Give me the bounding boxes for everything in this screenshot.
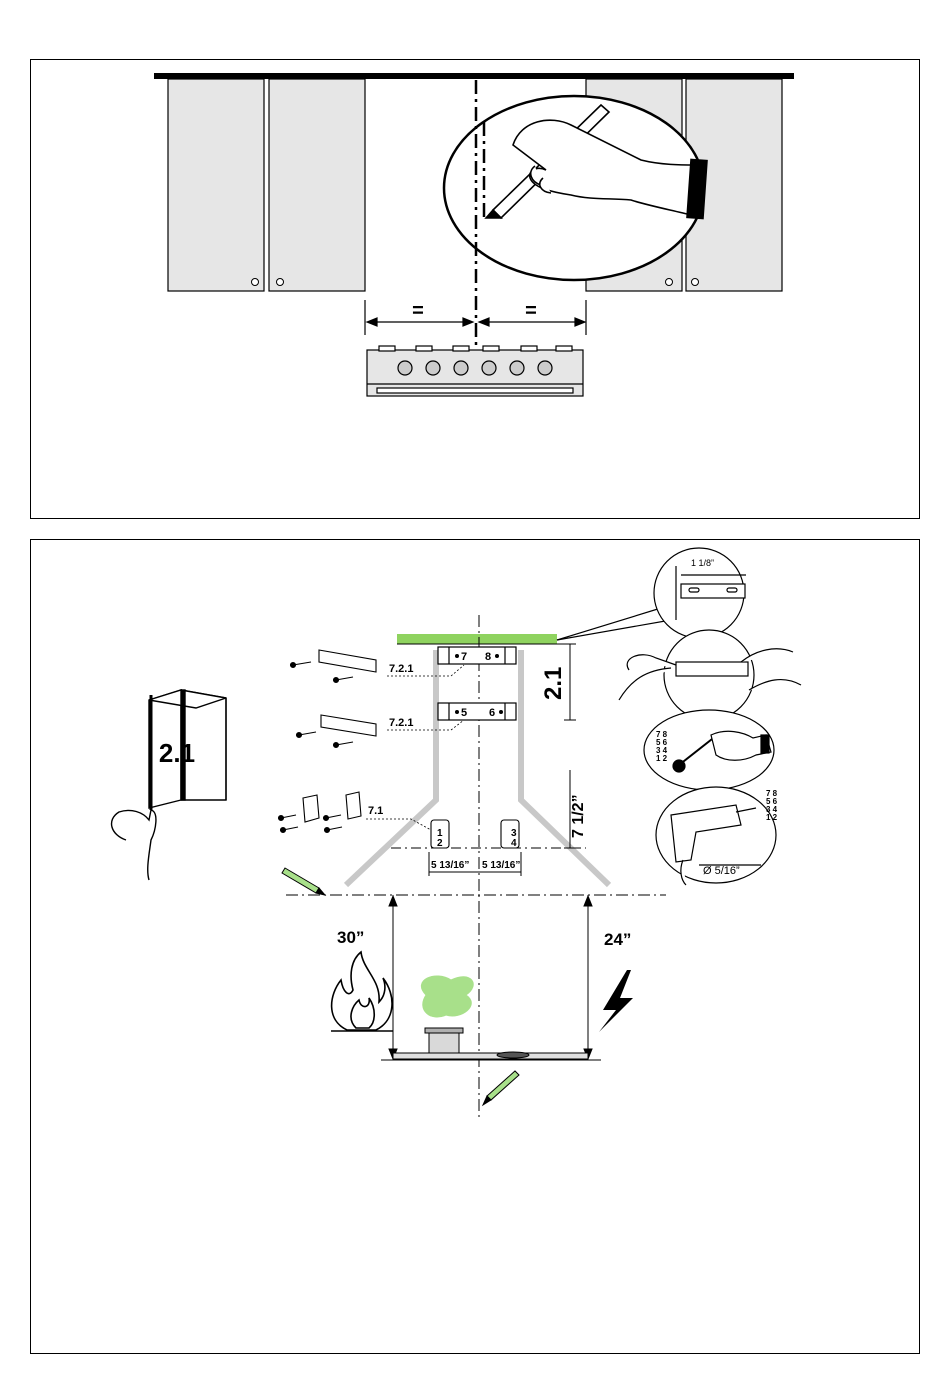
spacing-left-label: 5 13/16” [431, 860, 469, 871]
chimney-cover-icon [112, 690, 226, 880]
detail-gap-view [557, 548, 746, 640]
detail-gap-label: 1 1/8” [691, 558, 714, 568]
upper-bracket-78 [438, 647, 516, 664]
hole-2-label: 2 [437, 838, 443, 849]
level-bracket-view [619, 630, 801, 720]
ceiling-beam [154, 73, 794, 79]
hole-7-label: 7 [461, 651, 467, 663]
hole-8-label: 8 [485, 651, 491, 663]
equal-right-label: = [525, 300, 537, 322]
bracket-upper-label: 7.2.1 [389, 663, 413, 675]
drill-diameter-label: Ø 5/16” [703, 865, 740, 877]
hood-bracket-parts [279, 792, 362, 833]
hole-4-label: 4 [511, 838, 517, 849]
hole-5-label: 5 [461, 707, 467, 719]
flame-icon [331, 952, 393, 1031]
bracket-lower-label: 7.2.1 [389, 717, 413, 729]
hole-6-label: 6 [489, 707, 495, 719]
mark-number-12: 1 2 [656, 754, 668, 763]
electric-clearance-label: 24” [604, 930, 631, 949]
height-label: 2.1 [540, 667, 567, 700]
offset-label: 7 1/2” [570, 794, 587, 838]
panel-center-line: = = [30, 59, 920, 519]
gas-clearance-label: 30” [337, 928, 364, 947]
drill-number-12: 1 2 [766, 813, 778, 822]
ceiling-surface [397, 634, 557, 644]
lower-bracket-56 [438, 703, 516, 720]
bracket-part-upper [291, 650, 377, 683]
cooktop-with-pot [393, 976, 588, 1059]
equal-left-label: = [412, 300, 424, 322]
bracket-part-lower [297, 715, 377, 748]
panel-bracket-installation: 2.1 7 8 5 6 [30, 539, 920, 1354]
electric-icon [599, 970, 633, 1032]
left-cabinets [168, 79, 365, 291]
clearance-dimensions [381, 895, 601, 1060]
chimney-label: 2.1 [159, 738, 195, 768]
range-cooktop [367, 346, 583, 396]
hood-bracket-label: 7.1 [368, 805, 383, 817]
installation-diagram: 2.1 7 8 5 6 [31, 540, 921, 1355]
pencil-icon [282, 868, 519, 1105]
hood-support-brackets [431, 820, 519, 848]
spacing-right-label: 5 13/16” [482, 860, 520, 871]
center-line-diagram: = = [31, 60, 921, 520]
